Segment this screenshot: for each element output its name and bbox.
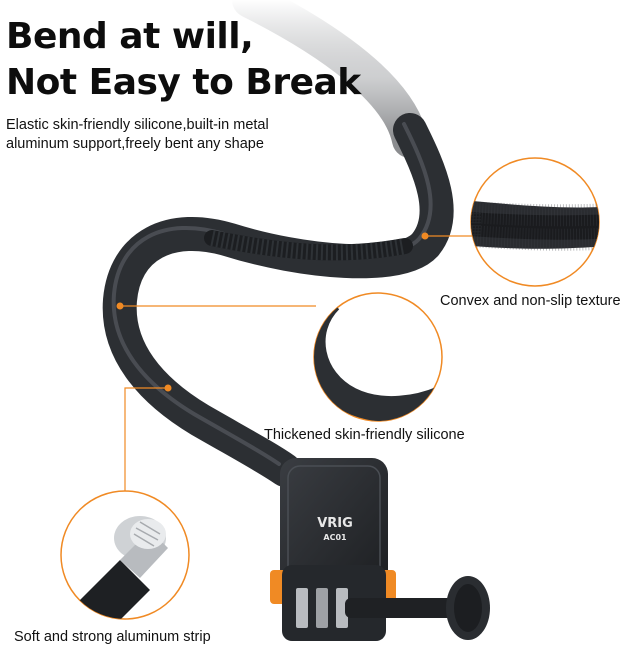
marker-dot-aluminum bbox=[164, 384, 172, 392]
headline: Bend at will, Not Easy to Break bbox=[6, 14, 361, 106]
marker-dot-silicone bbox=[116, 302, 124, 310]
model-label: AC01 bbox=[323, 533, 347, 542]
subtitle-line-1: Elastic skin-friendly silicone,built-in … bbox=[6, 117, 269, 133]
camera-mount: VRIG AC01 bbox=[270, 458, 490, 641]
brand-logo: VRIG bbox=[317, 516, 353, 531]
subtitle-line-2: aluminum support,freely bent any shape bbox=[6, 136, 264, 152]
feature-label-aluminum: Soft and strong aluminum strip bbox=[14, 629, 211, 645]
headline-line-2: Not Easy to Break bbox=[6, 62, 361, 103]
subtitle: Elastic skin-friendly silicone,built-in … bbox=[6, 116, 269, 154]
feature-label-texture: Convex and non-slip texture bbox=[440, 293, 621, 309]
marker-dot-texture bbox=[421, 232, 429, 240]
neck-strap bbox=[102, 113, 454, 487]
headline-line-1: Bend at will, bbox=[6, 16, 254, 57]
feature-label-silicone: Thickened skin-friendly silicone bbox=[264, 427, 465, 443]
